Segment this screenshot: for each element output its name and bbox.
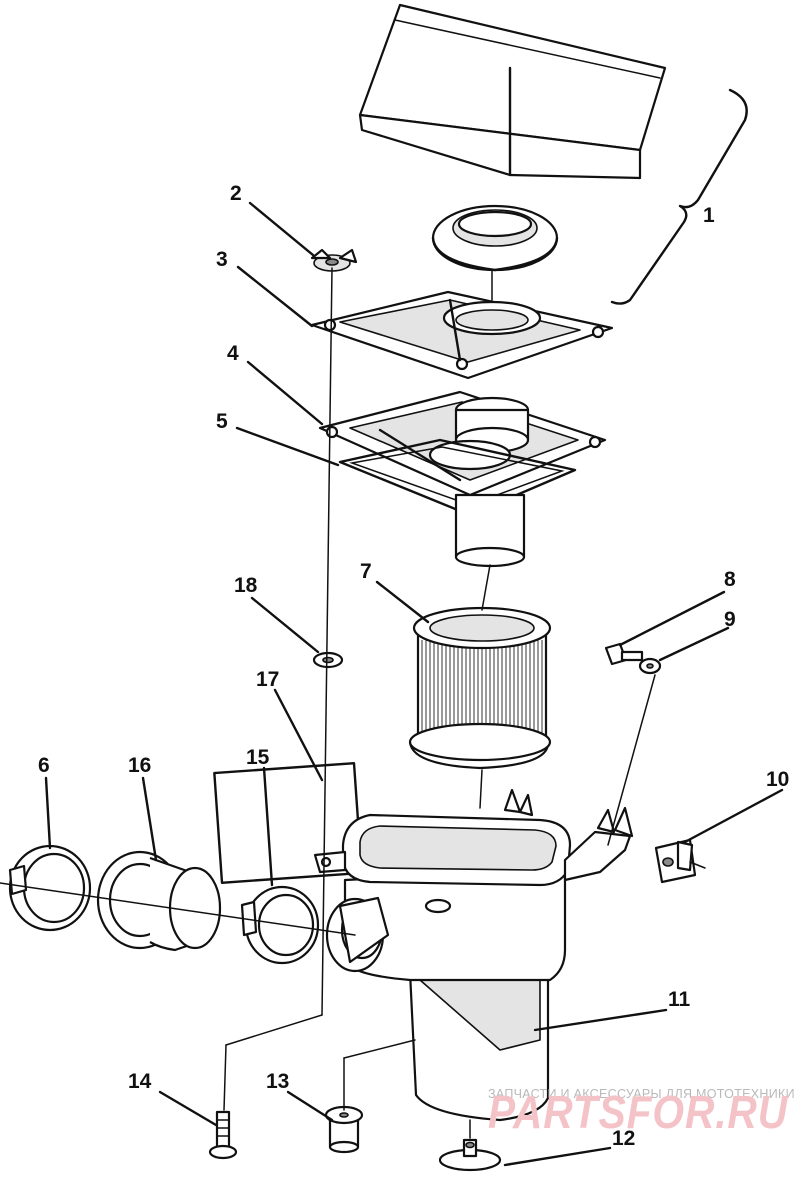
callout-17: 17 [256, 668, 279, 691]
callout-3: 3 [216, 248, 228, 271]
outlet-tube [454, 493, 526, 568]
watermark-tagline: ЗАПЧАСТИ И АКСЕССУАРЫ ДЛЯ МОТОТЕХНИКИ [488, 1087, 795, 1101]
air-box-cover [310, 290, 614, 380]
callout-18: 18 [234, 574, 258, 597]
watermark: ЗАПЧАСТИ И АКСЕССУАРЫ ДЛЯ МОТОТЕХНИКИ PA… [488, 1086, 795, 1138]
air-box-housing [313, 788, 634, 1122]
gasket [338, 438, 577, 517]
filter-base-plate [318, 390, 607, 497]
callout-9: 9 [724, 608, 736, 631]
pleated-filter-element [408, 606, 552, 770]
callout-6: 6 [38, 754, 50, 777]
callout-labels: 1 2 3 4 5 6 7 8 9 10 11 12 13 14 15 16 1… [38, 182, 789, 1150]
bolt-14 [208, 1110, 238, 1160]
callout-13: 13 [266, 1070, 289, 1093]
drain-valve-12 [438, 1138, 502, 1172]
washer-9 [638, 657, 662, 675]
callout-12: 12 [612, 1127, 635, 1150]
grommet-13 [324, 1105, 364, 1154]
hose-clamp-15 [240, 885, 320, 965]
callout-11: 11 [668, 988, 691, 1011]
hose-clamp-6 [8, 844, 92, 932]
callout-1: 1 [703, 204, 715, 227]
intake-boot [96, 850, 222, 952]
callout-16: 16 [128, 754, 151, 777]
filter-adapter-ring [431, 204, 559, 272]
wing-nut [310, 248, 358, 272]
callout-4: 4 [227, 342, 239, 365]
assembly-guide-lines [0, 267, 706, 1139]
callout-7: 7 [360, 560, 372, 583]
leader-lines [44, 201, 784, 1167]
watermark-brand: PARTSFOR.RU [488, 1086, 789, 1138]
callout-10: 10 [766, 768, 789, 791]
pre-filter-box [358, 3, 667, 180]
bracket-1 [610, 88, 748, 305]
callout-14: 14 [128, 1070, 152, 1093]
callout-8: 8 [724, 568, 736, 591]
callout-15: 15 [246, 746, 270, 769]
washer-18 [312, 651, 344, 669]
callout-5: 5 [216, 410, 228, 433]
spring-clip-10 [654, 838, 697, 884]
bolt-8 [604, 642, 644, 666]
callout-2: 2 [230, 182, 242, 205]
